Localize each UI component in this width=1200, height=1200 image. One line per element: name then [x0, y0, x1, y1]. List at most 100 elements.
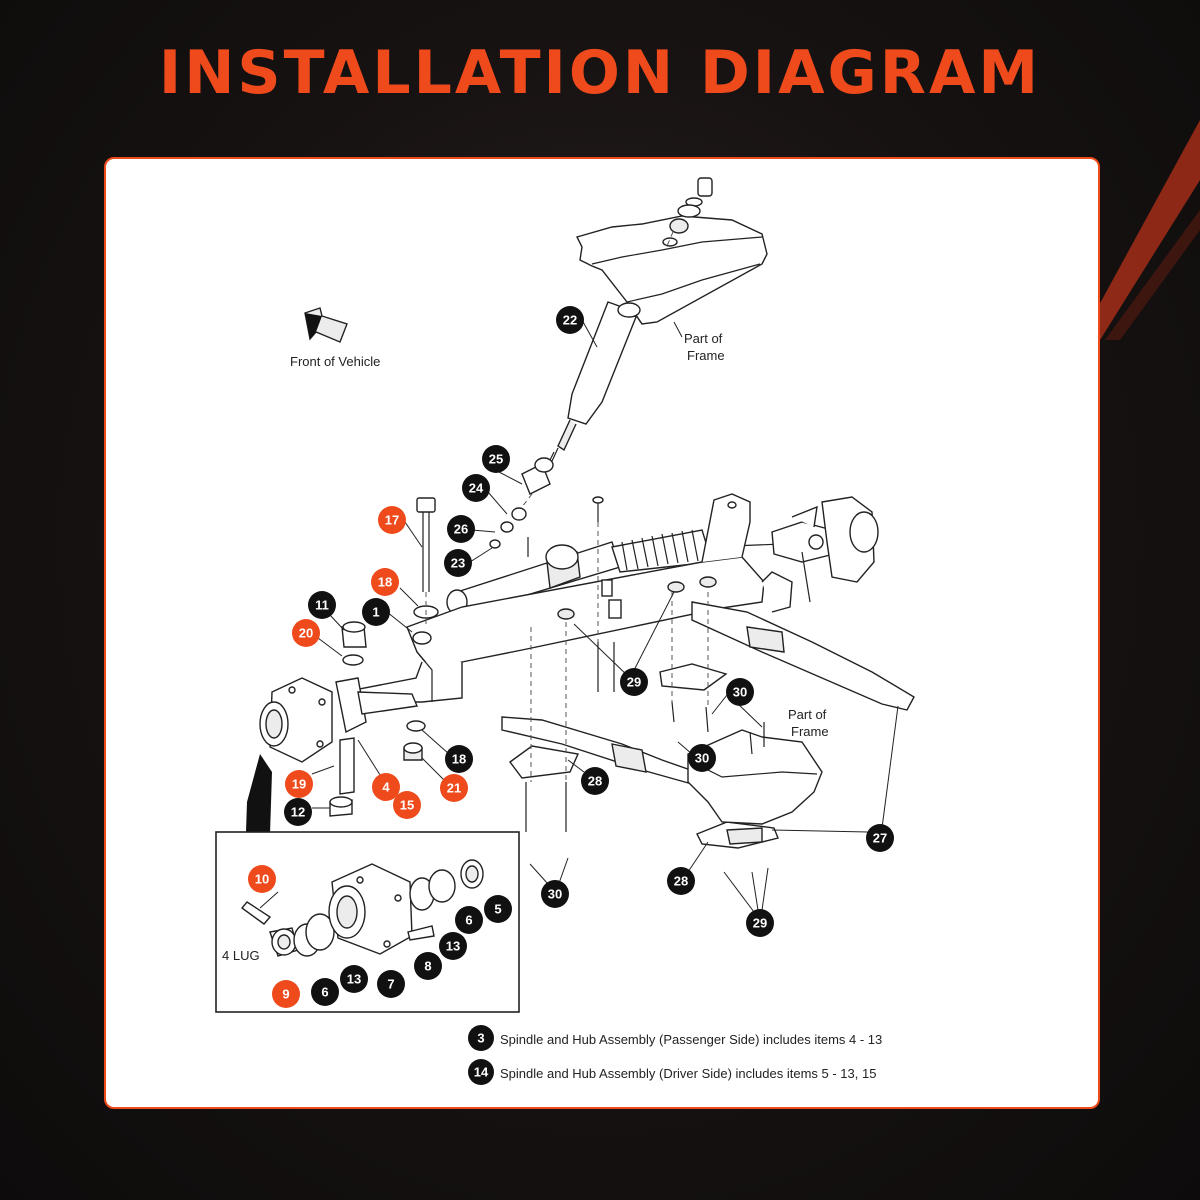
callout-18: 18: [371, 568, 399, 596]
callout-number: 13: [446, 939, 460, 954]
callout-number: 28: [674, 874, 688, 889]
callout-number: 7: [387, 977, 394, 992]
callout-number: 13: [347, 972, 361, 987]
callout-circle: [746, 909, 774, 937]
callout-circle: [362, 598, 390, 626]
callout-22: 22: [556, 306, 584, 334]
assembly-notes: 3 Spindle and Hub Assembly (Passenger Si…: [468, 1025, 882, 1085]
callout-26: 26: [447, 515, 475, 543]
callout-30: 30: [726, 678, 754, 706]
callout-number: 18: [378, 575, 392, 590]
callout-circle: [462, 474, 490, 502]
callout-number: 20: [299, 626, 313, 641]
callout-number: 26: [454, 522, 468, 537]
callout-circle: [414, 952, 442, 980]
callout-number: 28: [588, 774, 602, 789]
frame-top-label-line2: Frame: [687, 348, 725, 363]
note-2-badge: 14: [474, 1065, 489, 1080]
callout-number: 25: [489, 452, 503, 467]
callout-number: 21: [447, 781, 461, 796]
four-lug-label: 4 LUG: [222, 948, 260, 963]
callout-number: 27: [873, 831, 887, 846]
diagram-panel: Front of Vehicle Part of Frame: [104, 157, 1100, 1109]
callout-19: 19: [285, 770, 313, 798]
callout-circle: [581, 767, 609, 795]
callout-number: 12: [291, 805, 305, 820]
callout-28: 28: [667, 867, 695, 895]
callout-4: 4: [372, 773, 400, 801]
callout-1: 1: [362, 598, 390, 626]
callout-circle: [439, 932, 467, 960]
accent-stripe: [1080, 120, 1200, 340]
callout-number: 1: [372, 605, 379, 620]
installation-diagram: Front of Vehicle Part of Frame: [215, 177, 915, 1085]
callout-circle: [447, 515, 475, 543]
callout-number: 23: [451, 556, 465, 571]
callout-circle: [688, 744, 716, 772]
callout-23: 23: [444, 549, 472, 577]
callout-circle: [378, 506, 406, 534]
callout-number: 15: [400, 798, 414, 813]
callout-5: 5: [484, 895, 512, 923]
callout-17: 17: [378, 506, 406, 534]
callout-number: 24: [469, 481, 484, 496]
callout-circle: [340, 965, 368, 993]
callout-number: 19: [292, 777, 306, 792]
callout-21: 21: [440, 774, 468, 802]
callout-25: 25: [482, 445, 510, 473]
callout-circle: [440, 774, 468, 802]
callout-6: 6: [455, 906, 483, 934]
callout-29: 29: [746, 909, 774, 937]
callout-leaders: [259, 319, 899, 913]
callout-circle: [484, 895, 512, 923]
shock-absorber: [541, 301, 641, 477]
callout-number: 17: [385, 513, 399, 528]
callout-number: 30: [733, 685, 747, 700]
upper-mount-hardware: [666, 177, 713, 247]
callout-28: 28: [581, 767, 609, 795]
callout-number: 29: [627, 675, 641, 690]
left-spindle-assembly: [329, 621, 426, 817]
note-2-text: Spindle and Hub Assembly (Driver Side) i…: [500, 1066, 876, 1081]
callout-circle: [284, 798, 312, 826]
callout-circle: [393, 791, 421, 819]
callout-number: 10: [255, 872, 269, 887]
leaf-spring: [501, 601, 915, 785]
callout-circle: [482, 445, 510, 473]
callout-number: 6: [465, 913, 472, 928]
callout-circle: [285, 770, 313, 798]
front-direction-arrow-icon: [304, 307, 348, 343]
callout-number: 5: [494, 902, 501, 917]
callout-circle: [308, 591, 336, 619]
callout-circle: [272, 980, 300, 1008]
page-title: INSTALLATION DIAGRAM: [158, 38, 1042, 108]
callout-number: 22: [563, 313, 577, 328]
callout-circle: [866, 824, 894, 852]
callout-24: 24: [462, 474, 490, 502]
callout-18: 18: [445, 745, 473, 773]
shock-bushings: [489, 457, 554, 549]
callout-number: 4: [382, 780, 390, 795]
callout-circle: [444, 549, 472, 577]
lower-frame-section: [687, 729, 823, 825]
king-pin-bolt: [413, 497, 439, 626]
callout-number: 6: [321, 985, 328, 1000]
callout-circle: [292, 619, 320, 647]
callout-20: 20: [292, 619, 320, 647]
callout-10: 10: [248, 865, 276, 893]
callout-13: 13: [340, 965, 368, 993]
callout-7: 7: [377, 970, 405, 998]
callout-circle: [371, 568, 399, 596]
front-of-vehicle-label: Front of Vehicle: [290, 354, 380, 369]
callout-circle: [541, 880, 569, 908]
callout-number: 9: [282, 987, 289, 1002]
callout-circle: [311, 978, 339, 1006]
callout-circle: [372, 773, 400, 801]
callout-circle: [455, 906, 483, 934]
callout-8: 8: [414, 952, 442, 980]
callout-number: 30: [695, 751, 709, 766]
callout-27: 27: [866, 824, 894, 852]
u-bolt-studs: [525, 496, 765, 832]
frame-top-label-line1: Part of: [684, 331, 723, 346]
